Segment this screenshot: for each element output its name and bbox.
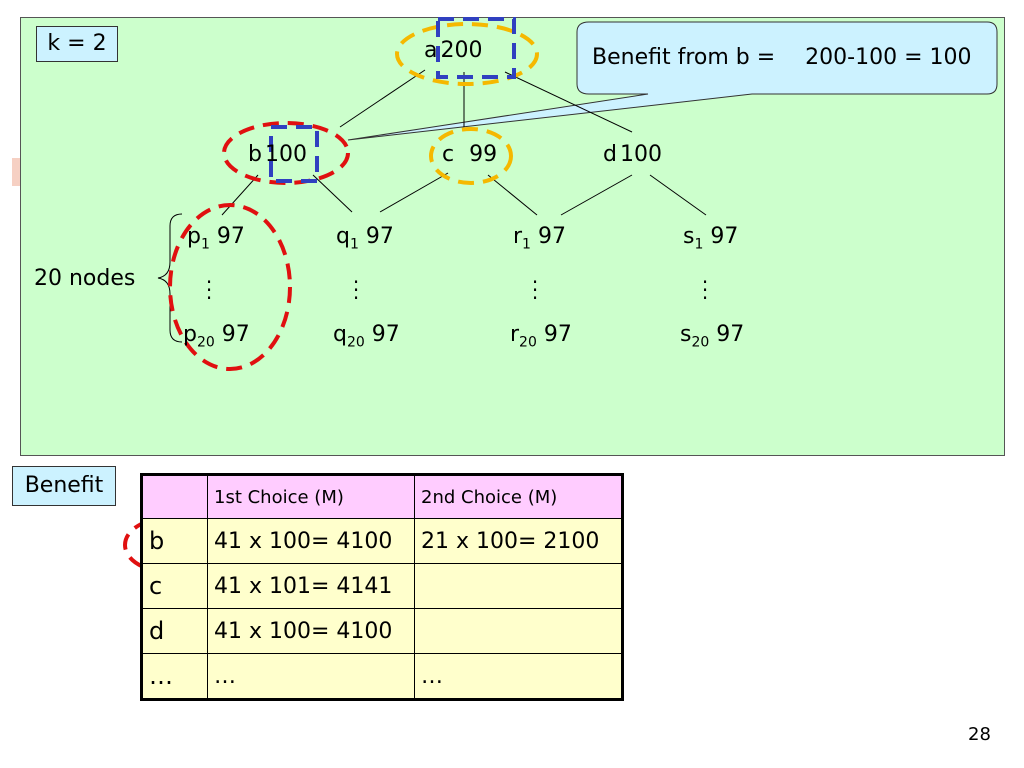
table-row: c 41 x 101= 4141 — [141, 563, 623, 609]
leaf-p20: p20 97 — [183, 322, 250, 355]
leaf-s20-value: 97 — [716, 322, 745, 347]
leaf-s1: s1 97 — [683, 224, 738, 257]
highlight-b-red — [222, 121, 350, 185]
edge-b-p — [221, 174, 259, 216]
table-row: … … … — [141, 653, 623, 700]
ellipsis-s: ··· — [701, 270, 709, 310]
leaf-s1-letter: s — [683, 224, 695, 249]
table-cell: 41 x 100= 4100 — [207, 608, 415, 654]
leaf-r1-letter: r — [513, 224, 523, 249]
highlight-p-red — [168, 203, 292, 371]
table-header-row: 1st Choice (M) 2nd Choice (M) — [141, 474, 623, 519]
edge-a-d — [504, 71, 633, 133]
table-cell: 41 x 101= 4141 — [207, 563, 415, 609]
table-cell: … — [414, 653, 623, 700]
table-header-cell: 1st Choice (M) — [207, 474, 415, 519]
node-c-value: 99 — [469, 142, 498, 167]
leaf-s20-sub: 20 — [691, 334, 710, 351]
leaf-q1-value: 97 — [365, 224, 394, 249]
node-d: d 100 — [603, 142, 662, 168]
benefit-table: 1st Choice (M) 2nd Choice (M) b 41 x 100… — [140, 473, 624, 701]
table-row-label: b — [141, 518, 208, 564]
node-d-value: 100 — [619, 142, 662, 167]
edge-c-q — [379, 172, 449, 213]
leaf-r20-value: 97 — [543, 322, 572, 347]
edge-b-q — [312, 174, 353, 213]
table-row-label: d — [141, 608, 208, 654]
edge-d-r — [560, 174, 633, 216]
node-a-value: 200 — [440, 38, 483, 63]
callout-prefix: Benefit from b = — [592, 45, 776, 70]
node-a: a 200 — [424, 38, 482, 64]
leaf-r20-letter: r — [510, 322, 520, 347]
k-value-box: k = 2 — [36, 26, 118, 62]
leaf-s1-sub: 1 — [694, 236, 704, 253]
highlight-c-yellow — [429, 127, 513, 185]
table-cell: 21 x 100= 2100 — [414, 518, 623, 564]
leaf-r1: r1 97 — [513, 224, 566, 257]
ellipsis-q: ··· — [352, 270, 360, 310]
table-row: d 41 x 100= 4100 — [141, 608, 623, 654]
leaf-p1-sub: 1 — [200, 236, 210, 253]
benefit-label-box: Benefit — [12, 466, 116, 506]
table-header-cell: 2nd Choice (M) — [414, 474, 623, 519]
node-c: c 99 — [442, 142, 497, 168]
table-row-label: … — [141, 653, 208, 700]
leaf-p20-letter: p — [183, 322, 197, 347]
leaf-p20-value: 97 — [221, 322, 250, 347]
leaf-q20: q20 97 — [333, 322, 400, 355]
table-cell: … — [207, 653, 415, 700]
leaf-r1-value: 97 — [537, 224, 566, 249]
leaf-s20: s20 97 — [680, 322, 744, 355]
leaf-p1-letter: p — [187, 224, 201, 249]
edge-d-s — [649, 174, 707, 216]
highlight-a-blue — [436, 17, 516, 79]
table-row-label: c — [141, 563, 208, 609]
leaf-q20-value: 97 — [371, 322, 400, 347]
node-d-name: d — [603, 142, 617, 167]
leaf-q1: q1 97 — [336, 224, 394, 257]
leaf-q1-letter: q — [336, 224, 350, 249]
leaf-p20-sub: 20 — [196, 334, 215, 351]
leaf-s1-value: 97 — [710, 224, 739, 249]
table-header-cell — [141, 474, 208, 519]
callout-expression: 200-100 — [805, 45, 898, 70]
node-b-name: b — [248, 142, 262, 167]
brace — [157, 213, 183, 343]
leaf-r20: r20 97 — [510, 322, 572, 355]
leaf-r1-sub: 1 — [522, 236, 531, 253]
leaf-p1-value: 97 — [216, 224, 245, 249]
node-a-name: a — [424, 38, 438, 63]
highlight-a-yellow — [395, 22, 539, 86]
edge-a-b — [339, 69, 426, 128]
leaf-r20-sub: 20 — [519, 334, 537, 351]
leaf-q20-sub: 20 — [346, 334, 365, 351]
callout-result: = 100 — [904, 45, 972, 70]
leaf-q20-letter: q — [333, 322, 347, 347]
background-mark — [12, 158, 22, 186]
ellipsis-p: ··· — [205, 270, 213, 310]
table-row: b 41 x 100= 4100 21 x 100= 2100 — [141, 518, 623, 564]
leaf-p1: p1 97 — [187, 224, 245, 257]
table-cell — [414, 608, 623, 654]
table-cell — [414, 563, 623, 609]
edge-c-r — [487, 174, 538, 216]
callout-bubble — [347, 21, 998, 141]
node-b: b 100 — [248, 142, 307, 168]
table-cell: 41 x 100= 4100 — [207, 518, 415, 564]
callout-text: Benefit from b = 200-100 = 100 — [592, 44, 972, 72]
node-c-name: c — [442, 142, 455, 167]
leaf-s20-letter: s — [680, 322, 692, 347]
page-number: 28 — [968, 724, 991, 745]
ellipsis-r: ··· — [531, 270, 539, 310]
leaf-q1-sub: 1 — [349, 236, 359, 253]
group-count-label: 20 nodes — [34, 266, 136, 291]
node-b-value: 100 — [264, 142, 307, 167]
